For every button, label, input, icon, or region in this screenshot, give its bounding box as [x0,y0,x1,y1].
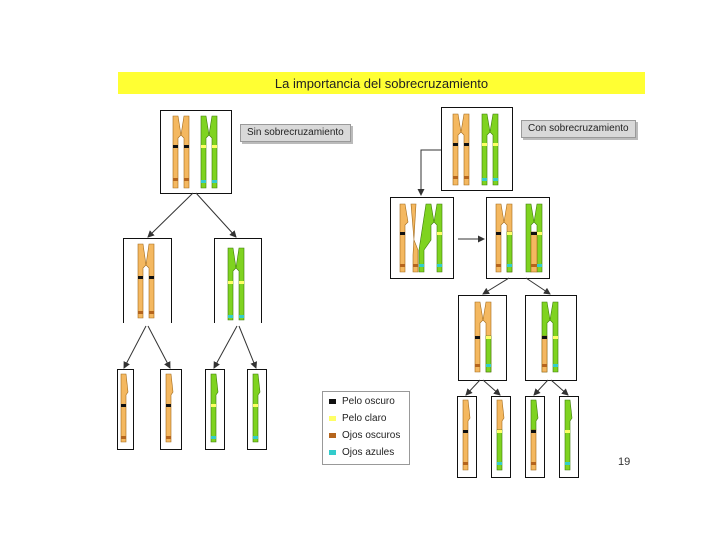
legend-label: Ojos oscuros [342,430,401,441]
chromosome-orange-right-parent [452,113,470,186]
chromatid-gamete-left-4 [252,373,261,443]
daughter-cell-right-1 [458,295,507,381]
legend-label: Ojos azules [342,447,395,458]
legend-label: Pelo claro [342,413,387,424]
daughter-cell-left-green [214,238,262,323]
page-number: 19 [618,456,631,468]
chromosomes-pairing [399,203,443,273]
chromatid-gamete-right-1 [462,399,471,471]
chromatid-gamete-right-3 [530,399,539,471]
label-without-crossover: Sin sobrecruzamiento [240,124,351,142]
chromatid-gamete-right-2 [496,399,505,471]
legend-swatch [329,399,336,404]
chromatid-gamete-right-4 [564,399,573,471]
chromosome-recombinant-daughter-2 [541,301,559,373]
chromatid-gamete-left-2 [165,373,174,443]
legend-label: Pelo oscuro [342,396,395,407]
legend-item-dark-eyes: Ojos oscuros [329,430,400,441]
legend-item-light-hair: Pelo claro [329,413,386,424]
chromosome-green-right-parent [481,113,499,186]
legend-item-blue-eyes: Ojos azules [329,447,394,458]
daughter-cell-left-orange [123,238,172,323]
legend: Pelo oscuro Pelo claro Ojos oscuros Ojos… [322,391,410,465]
daughter-cell-right-2 [525,295,577,381]
label-with-crossover: Con sobrecruzamiento [521,120,636,138]
chromosome-recombinant-daughter-1 [474,301,492,373]
chromosomes-crossover [495,203,543,273]
chromatid-gamete-left-1 [120,373,129,443]
legend-swatch [329,416,336,421]
page-title: La importancia del sobrecruzamiento [118,72,645,94]
chromosome-green-daughter-left [227,247,245,321]
chromosome-orange-daughter-left [137,243,155,319]
legend-item-dark-hair: Pelo oscuro [329,396,395,407]
legend-swatch [329,450,336,455]
chromosome-green-left-parent [200,115,218,189]
chromosome-orange-left-parent [172,115,190,189]
chromatid-gamete-left-3 [210,373,219,443]
legend-swatch [329,433,336,438]
